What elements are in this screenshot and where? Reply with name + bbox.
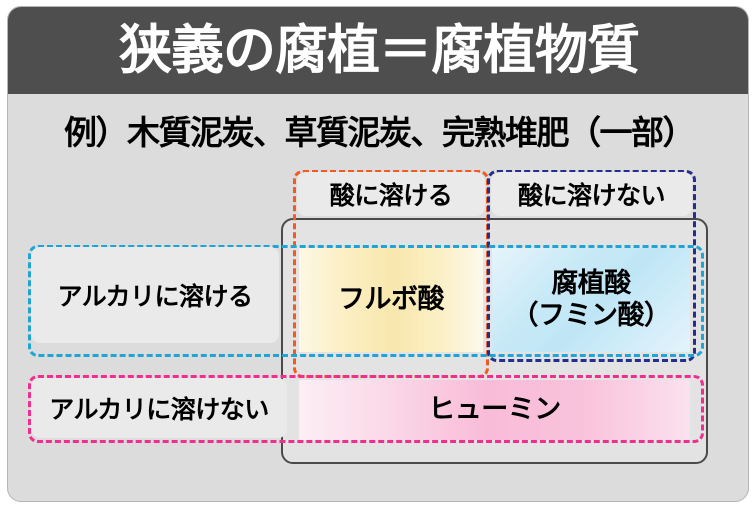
column-header-acid-insoluble: 酸に溶けない (491, 172, 692, 216)
row-header-alkali-insoluble: アルカリに溶けない (31, 378, 287, 438)
cell-fulvic-acid: フルボ酸 (299, 248, 483, 352)
page-title: 狭義の腐植＝腐植物質 (119, 21, 640, 80)
column-header-acid-soluble: 酸に溶ける (297, 172, 485, 216)
cell-humin: ヒューミン (299, 380, 690, 440)
cell-humic-acid-line2: （フミン酸） (511, 300, 672, 330)
cell-humic-acid-line1: 腐植酸 (551, 268, 631, 299)
subtitle-examples: 例）木質泥炭、草質泥炭、完熟堆肥（一部） (64, 114, 696, 151)
row-header-alkali-soluble: アルカリに溶ける (31, 247, 279, 343)
cell-humic-acid-text: 腐植酸 （フミン酸） (511, 268, 672, 332)
cell-humic-acid: 腐植酸 （フミン酸） (492, 248, 690, 352)
title-banner: 狭義の腐植＝腐植物質 (8, 7, 748, 94)
